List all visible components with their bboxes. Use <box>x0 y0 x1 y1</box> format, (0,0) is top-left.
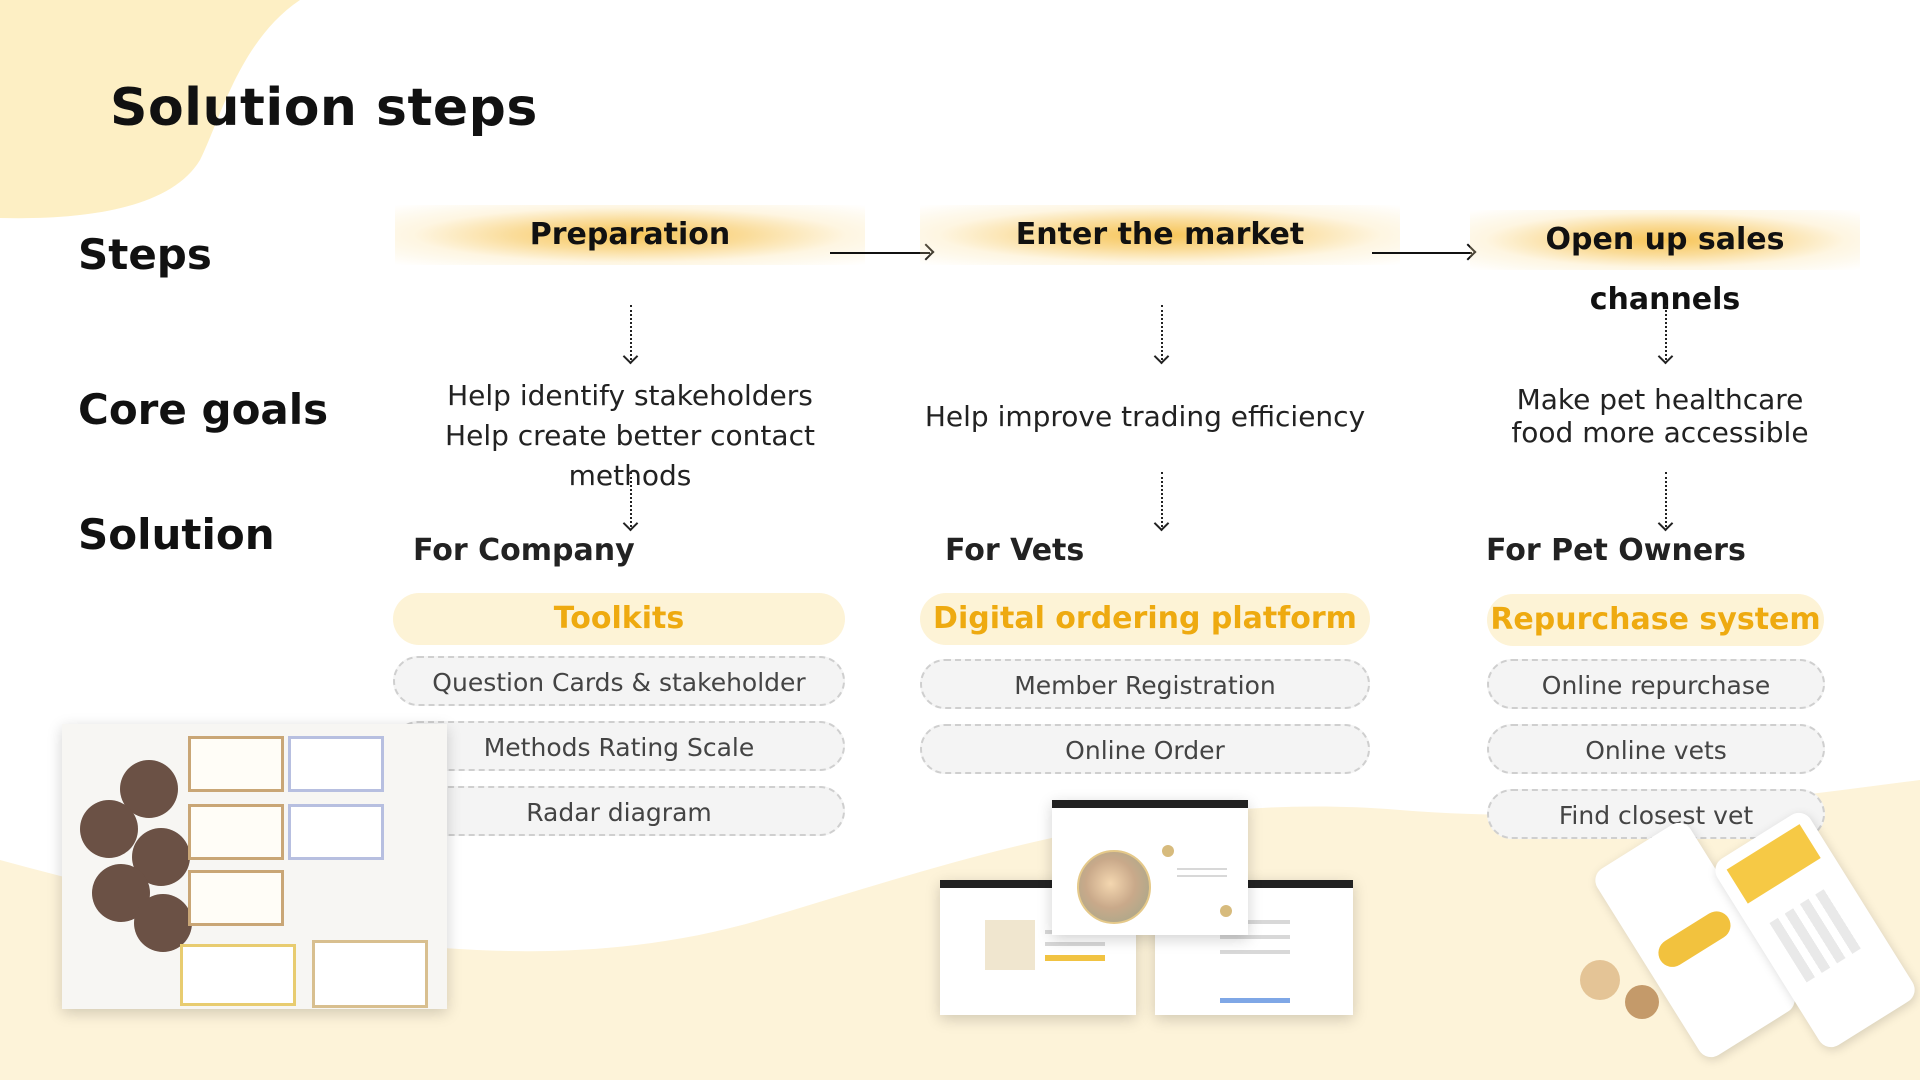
core-goal-1: Help identify stakeholders Help create b… <box>380 376 880 496</box>
for-vets-label: For Vets <box>945 533 1085 568</box>
card-cutout-shape <box>134 894 192 952</box>
page-title: Solution steps <box>110 78 538 138</box>
arrow-down-icon <box>1161 305 1163 360</box>
core-goal-2: Help improve trading efficiency <box>900 397 1390 437</box>
step-preparation-label: Preparation <box>529 217 731 252</box>
core-goal-3-line-2: food more accessible <box>1511 416 1809 449</box>
arrow-down-icon <box>630 305 632 360</box>
question-card <box>188 870 284 926</box>
methods-rating-scale-pill: Methods Rating Scale <box>393 721 845 771</box>
stakeholder-card <box>288 804 384 860</box>
core-goal-2-line-1: Help improve trading efficiency <box>924 400 1366 433</box>
core-goal-1-line-1: Help identify stakeholders <box>447 379 813 412</box>
step-preparation: Preparation <box>395 205 865 265</box>
row-label-core-goals: Core goals <box>78 385 329 434</box>
arrow-down-icon <box>1161 472 1163 527</box>
dog-photo <box>1077 850 1151 924</box>
toolkits-pill: Toolkits <box>393 593 845 645</box>
rating-scale-sheet <box>180 944 296 1006</box>
arrow-right-icon <box>1372 252 1472 254</box>
step-open-sales-label: Open up sales channels <box>1545 222 1785 317</box>
arrow-down-icon <box>630 472 632 527</box>
repurchase-system-pill: Repurchase system <box>1487 594 1824 646</box>
for-company-label: For Company <box>413 533 635 568</box>
radar-diagram-sheet <box>312 940 428 1008</box>
core-goal-3: Make pet healthcare food more accessible <box>1460 383 1860 449</box>
pet-illustration <box>1625 985 1659 1019</box>
arrow-right-icon <box>830 252 930 254</box>
digital-ordering-pill: Digital ordering platform <box>920 593 1370 645</box>
arrow-down-icon <box>1665 305 1667 360</box>
online-vets-pill: Online vets <box>1487 724 1825 774</box>
arrow-down-icon <box>1665 472 1667 527</box>
question-card <box>188 804 284 860</box>
step-enter-market: Enter the market <box>920 205 1400 265</box>
phone-app-mockups <box>1550 790 1920 1080</box>
pet-illustration <box>1580 960 1620 1000</box>
stakeholder-card <box>288 736 384 792</box>
question-cards-pill: Question Cards & stakeholder cards <box>393 656 845 747</box>
core-goal-3-line-1: Make pet healthcare <box>1516 383 1804 416</box>
row-label-solution: Solution <box>78 510 275 559</box>
card-cutout-shape <box>80 800 138 858</box>
radar-diagram-pill: Radar diagram <box>393 786 845 836</box>
question-card <box>188 736 284 792</box>
step-enter-market-label: Enter the market <box>1015 217 1305 252</box>
member-registration-pill: Member Registration <box>920 659 1370 709</box>
toolkit-cards-photo <box>62 724 447 1009</box>
online-repurchase-pill: Online repurchase <box>1487 659 1825 709</box>
platform-screenshot-center <box>1052 800 1248 935</box>
online-order-pill: Online Order <box>920 724 1370 774</box>
step-open-sales: Open up sales channels <box>1470 210 1860 317</box>
for-pet-owners-label: For Pet Owners <box>1486 533 1746 568</box>
row-label-steps: Steps <box>78 230 212 279</box>
